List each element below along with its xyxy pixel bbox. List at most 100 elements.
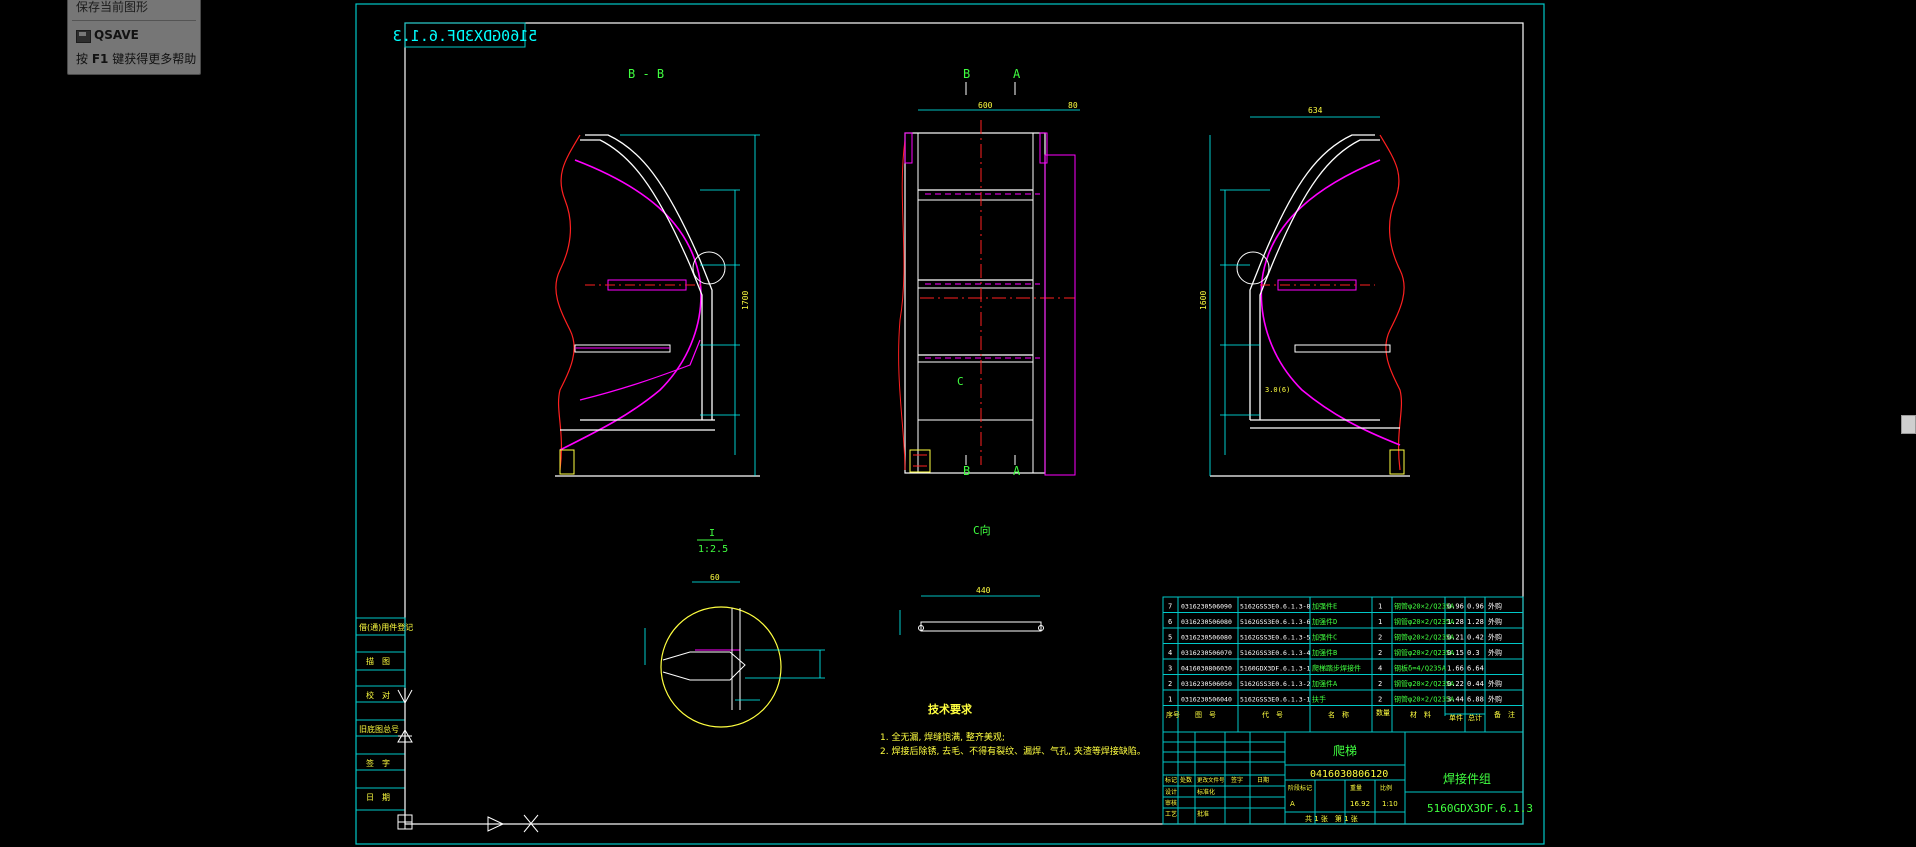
bom-cell: 钢管φ20×2/Q235A xyxy=(1394,633,1455,642)
bom-cell: 2 xyxy=(1378,696,1382,704)
hdr-stage: 阶段标记 xyxy=(1288,784,1312,792)
view-c-label: C向 xyxy=(973,523,991,537)
bom-cell: 外购 xyxy=(1488,633,1502,642)
bom-cell: 1 xyxy=(1168,696,1172,704)
sheet-info: 共 1 张 第 1 张 xyxy=(1305,814,1358,823)
mirrored-title-box xyxy=(404,22,526,48)
bom-header-cell: 数量 xyxy=(1376,708,1390,717)
bom-cell: 0.3 xyxy=(1467,649,1480,657)
notes-title: 技术要求 xyxy=(928,702,973,716)
dim-1600-text: 1600 xyxy=(1199,291,1208,310)
inner-frame xyxy=(404,22,1524,825)
row-label-4: 日期 xyxy=(1257,776,1269,784)
bom-cell: 加强件B xyxy=(1312,648,1337,657)
left-table-3: 旧底图总号 xyxy=(359,724,399,734)
bom-cell: 1 xyxy=(1378,618,1382,626)
bom-cell: 5162GSS3E0.6.1.3-1 xyxy=(1240,696,1311,704)
bom-cell: 钢板δ=4/Q235A xyxy=(1394,664,1447,673)
view-c: C向 440 xyxy=(899,523,1044,635)
mirrored-title-text: 5160GDX3DF.6.1.3 xyxy=(393,27,538,45)
sign-label-0: 设计 xyxy=(1165,788,1177,796)
bom-cell: 爬梯踏步焊接件 xyxy=(1312,664,1361,673)
bom-cell: 0416030806030 xyxy=(1181,665,1232,673)
marker-a-bottom: A xyxy=(1013,464,1021,478)
bom-cell: 6 xyxy=(1168,618,1172,626)
tooltip-help-suffix: 键获得更多帮助 xyxy=(112,52,197,66)
section-bb-view: B - B 1700 xyxy=(555,67,760,477)
bom-cell: 1.66 xyxy=(1447,665,1464,673)
bom-header-cell: 序号 xyxy=(1166,710,1180,719)
bom-cell: 2 xyxy=(1168,680,1172,688)
notes-line-2: 2. 焊接后除锈, 去毛、不得有裂纹、漏焊、气孔, 夹渣等焊接缺陷。 xyxy=(880,745,1146,757)
side-view-right: 634 1600 3.0(6) xyxy=(1199,106,1410,477)
bom-cell: 0316230506070 xyxy=(1181,649,1232,657)
bom-cell: 1 xyxy=(1378,603,1382,611)
sign-label-1: 审核 xyxy=(1165,799,1177,807)
left-sign-table: 借(通)用件登记 描 图 校 对 旧底图总号 签 字 日 期 xyxy=(355,617,413,811)
dim-r-text: 3.0(6) xyxy=(1265,386,1290,394)
bom-header-cell: 材 料 xyxy=(1410,710,1431,719)
bom-cell: 2 xyxy=(1378,680,1382,688)
bom-cell: 6.88 xyxy=(1467,696,1484,704)
row-label-0: 标记 xyxy=(1165,776,1177,784)
bom-cell: 5 xyxy=(1168,634,1172,642)
hdr-scale: 比例 xyxy=(1380,784,1392,792)
bom-cell: 5162GSS3E0.6.1.3-8 xyxy=(1240,603,1311,611)
bom-cell: 外购 xyxy=(1488,617,1502,626)
bom-cell: 0.96 xyxy=(1447,603,1464,611)
detail-i-scale: 1:2.5 xyxy=(698,544,728,555)
sign-label-2: 工艺 xyxy=(1165,810,1177,818)
bom-header-cell: 总计 xyxy=(1468,713,1482,722)
bom-cell: 3.44 xyxy=(1447,696,1464,704)
bom-cell: 3 xyxy=(1168,665,1172,673)
bom-cell: 钢管φ20×2/Q235A xyxy=(1394,617,1455,626)
bom-cell: 0.44 xyxy=(1467,680,1484,688)
bom-cell: 4 xyxy=(1378,665,1382,673)
bom-cell: 6.64 xyxy=(1467,665,1484,673)
marker-b-top: B xyxy=(963,67,970,81)
dim-80-text: 80 xyxy=(1068,101,1078,110)
scale-value: 1:10 xyxy=(1382,800,1398,808)
row-label-2: 更改文件号 xyxy=(1197,776,1225,784)
part-name: 爬梯 xyxy=(1333,744,1357,758)
bom-cell: 扶手 xyxy=(1312,695,1326,704)
technical-notes: 技术要求 1. 全无漏, 焊缝饱满, 整齐美观; 2. 焊接后除锈, 去毛、不得… xyxy=(880,702,1146,757)
bom-cell: 0.21 xyxy=(1447,634,1464,642)
company-name: 焊接件组 xyxy=(1443,771,1491,786)
detail-i-view: I 1:2.5 60 xyxy=(644,528,825,728)
bom-header-cell: 单件 xyxy=(1449,713,1463,722)
tooltip-command: QSAVE xyxy=(94,28,139,42)
bom-cell: 1.28 xyxy=(1447,618,1464,626)
bom-cell: 钢管φ20×2/Q235A xyxy=(1394,648,1455,657)
front-view: B A 600 80 C B A xyxy=(898,67,1080,478)
bom-cell: 0.22 xyxy=(1447,680,1464,688)
drawing-number: 5160GDX3DF.6.1.3 xyxy=(1427,802,1533,815)
dim-440-text: 440 xyxy=(976,586,991,595)
bom-cell: 0.42 xyxy=(1467,634,1484,642)
bom-cell: 0316230506040 xyxy=(1181,696,1232,704)
vertical-scrollbar-thumb[interactable] xyxy=(1901,415,1916,434)
bom-cell: 0316230506050 xyxy=(1181,680,1232,688)
bom-cell: 5160GDX3DF.6.1.3-1 xyxy=(1240,665,1311,673)
bom-header-cell: 备 注 xyxy=(1494,710,1515,719)
bom-cell: 1.28 xyxy=(1467,618,1484,626)
bom-cell: 5162GSS3E0.6.1.3-6 xyxy=(1240,618,1311,626)
bom-cell: 加强件D xyxy=(1312,617,1337,626)
section-bb-label: B - B xyxy=(628,67,664,81)
bom-cell: 加强件E xyxy=(1312,602,1337,611)
sign-label-4: 批准 xyxy=(1197,810,1209,818)
bom-header-cell: 图 号 xyxy=(1195,711,1216,719)
title-block: 爬梯 0416030806120 焊接件组 5160GDX3DF.6.1.3 阶… xyxy=(1162,731,1533,825)
bom-cell: 2 xyxy=(1378,649,1382,657)
row-label-1: 处数 xyxy=(1180,776,1192,784)
bom-cell: 加强件C xyxy=(1312,633,1337,642)
notes-line-1: 1. 全无漏, 焊缝饱满, 整齐美观; xyxy=(880,731,1005,743)
dim-600-text: 600 xyxy=(978,101,993,110)
bom-cell: 2 xyxy=(1378,634,1382,642)
dim-1700-text: 1700 xyxy=(741,291,750,310)
bom-cell: 0316230506080 xyxy=(1181,618,1232,626)
dim-634-text: 634 xyxy=(1308,106,1323,115)
bom-cell: 0.15 xyxy=(1447,649,1464,657)
